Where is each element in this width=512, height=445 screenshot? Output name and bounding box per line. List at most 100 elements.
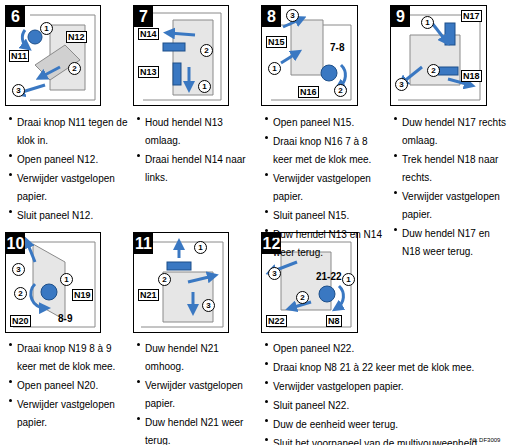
instruction-item: Verwijder vastgelopen papier. bbox=[136, 375, 258, 411]
instruction-list: Open paneel N15. Draai knop N16 7 à 8 kee… bbox=[264, 112, 388, 261]
instruction-text: Verwijder vastgelopen papier. bbox=[17, 173, 115, 202]
bullet-dot bbox=[9, 173, 12, 176]
bullet-dot bbox=[137, 380, 140, 383]
callout-number: 3 bbox=[395, 78, 408, 91]
callout-number: 3 bbox=[202, 299, 215, 312]
bullet-dot bbox=[9, 399, 12, 402]
instruction-text: Draai knop N16 7 à 8 keer met de klok me… bbox=[273, 136, 371, 165]
callout-number: 1 bbox=[268, 62, 281, 75]
callout-number: 1 bbox=[40, 22, 53, 35]
part-label: N22 bbox=[266, 315, 287, 327]
instruction-text: Open paneel N20. bbox=[17, 380, 98, 391]
instruction-item: Draai knop N8 21 à 22 keer met de klok m… bbox=[264, 357, 504, 375]
bullet-dot bbox=[394, 191, 397, 194]
instruction-text: Draai knop N8 21 à 22 keer met de klok m… bbox=[273, 362, 474, 373]
instruction-list: Duw hendel N21 omhoog. Verwijder vastgelo… bbox=[136, 338, 258, 445]
callout-number: 1 bbox=[421, 16, 434, 29]
instruction-item: Duw hendel N21 weer terug. bbox=[136, 412, 258, 445]
instruction-text: Sluit paneel N22. bbox=[273, 400, 349, 411]
instruction-text: Trek hendel N18 naar rechts. bbox=[402, 154, 498, 183]
step-number: 11 bbox=[134, 233, 153, 254]
instruction-item: Verwijder vastgelopen papier. bbox=[393, 186, 509, 222]
part-label: N21 bbox=[138, 289, 159, 301]
bullet-dot bbox=[265, 362, 268, 365]
bullet-dot bbox=[137, 117, 140, 120]
instruction-item: Duw hendel N21 omhoog. bbox=[136, 338, 258, 374]
instruction-text: Sluit paneel N15. bbox=[273, 210, 349, 221]
instruction-text: Duw de eenheid weer terug. bbox=[273, 419, 398, 430]
instruction-text: Open paneel N15. bbox=[273, 117, 354, 128]
instruction-item: Verwijder vastgelopen papier. bbox=[8, 168, 130, 204]
turn-count: 7-8 bbox=[330, 42, 344, 53]
callout-number: 2 bbox=[334, 84, 347, 97]
part-label: N19 bbox=[72, 289, 93, 301]
instruction-text: Sluit het voorpaneel van de multivouween… bbox=[273, 438, 480, 445]
instruction-text: Verwijder vastgelopen papier. bbox=[273, 381, 404, 392]
bullet-dot bbox=[265, 438, 268, 441]
instruction-text: Duw hendel N13 en N14 weer terug. bbox=[273, 229, 382, 258]
instruction-text: Duw hendel N21 omhoog. bbox=[145, 343, 219, 372]
part-label: N14 bbox=[138, 28, 159, 40]
callout-number: 2 bbox=[14, 287, 27, 300]
instruction-text: Draai knop N11 tegen de klok in. bbox=[17, 117, 127, 146]
callout-number: 1 bbox=[342, 273, 355, 286]
bullet-dot bbox=[265, 381, 268, 384]
instruction-text: Verwijder vastgelopen papier. bbox=[402, 191, 500, 220]
instruction-item: Verwijder vastgelopen papier. bbox=[264, 376, 504, 394]
bullet-dot bbox=[9, 117, 12, 120]
part-label: N17 bbox=[461, 10, 482, 22]
bullet-dot bbox=[265, 229, 268, 232]
instruction-list: Duw hendel N17 rechts omlaag. Trek hendel… bbox=[393, 112, 509, 260]
callout-number: 2 bbox=[296, 291, 309, 304]
instruction-item: Verwijder vastgelopen papier. bbox=[8, 394, 130, 430]
instruction-text: Draai knop N19 8 à 9 keer met de klok me… bbox=[17, 343, 115, 372]
instruction-item: Sluit het voorpaneel van de multivouween… bbox=[264, 433, 504, 445]
bullet-dot bbox=[394, 154, 397, 157]
instruction-list: Draai knop N19 8 à 9 keer met de klok me… bbox=[8, 338, 130, 431]
part-label: N13 bbox=[138, 66, 159, 78]
part-label: N15 bbox=[266, 36, 287, 48]
part-label: N16 bbox=[298, 86, 319, 98]
figure-code: NL DF3009 bbox=[470, 437, 500, 443]
instruction-item: Open paneel N12. bbox=[8, 149, 130, 167]
step-number: 7 bbox=[134, 6, 153, 27]
step-number: 8 bbox=[262, 6, 281, 27]
step-panel: 7N14N1312 bbox=[133, 5, 229, 106]
instruction-item: Open paneel N22. bbox=[264, 338, 504, 356]
step-panel: 1112N213 bbox=[133, 232, 229, 333]
instruction-list: Open paneel N22. Draai knop N8 21 à 22 ke… bbox=[264, 338, 504, 445]
step-panel: 9N17132N18 bbox=[390, 5, 487, 106]
part-label: N20 bbox=[10, 315, 31, 327]
part-label: N11 bbox=[9, 50, 29, 62]
bullet-dot bbox=[265, 343, 268, 346]
callout-number: 2 bbox=[68, 62, 81, 75]
step-panel: 83N1517-82N16 bbox=[261, 5, 358, 106]
instruction-text: Verwijder vastgelopen papier. bbox=[145, 380, 243, 409]
step-panel: 61N12N1123 bbox=[5, 5, 101, 106]
callout-number: 3 bbox=[12, 263, 25, 276]
instruction-text: Duw hendel N21 weer terug. bbox=[145, 417, 243, 445]
instruction-item: Open paneel N20. bbox=[8, 375, 130, 393]
instruction-item: Duw hendel N17 rechts omlaag. bbox=[393, 112, 509, 148]
callout-number: 3 bbox=[12, 84, 25, 97]
bullet-dot bbox=[137, 154, 140, 157]
part-label: N8 bbox=[326, 315, 342, 327]
bullet-dot bbox=[265, 136, 268, 139]
turn-count: 8-9 bbox=[58, 313, 72, 324]
instruction-item: Sluit paneel N22. bbox=[264, 395, 504, 413]
bullet-dot bbox=[265, 419, 268, 422]
instruction-item: Sluit paneel N15. bbox=[264, 205, 388, 223]
instruction-item: Duw de eenheid weer terug. bbox=[264, 414, 504, 432]
bullet-dot bbox=[394, 228, 397, 231]
instruction-text: Duw hendel N17 rechts omlaag. bbox=[402, 117, 506, 146]
bullet-dot bbox=[265, 210, 268, 213]
turn-count: 21-22 bbox=[316, 271, 342, 282]
instruction-item: Draai knop N11 tegen de klok in. bbox=[8, 112, 130, 148]
instruction-text: Houd hendel N13 omlaag. bbox=[145, 117, 223, 146]
instruction-text: Verwijder vastgelopen papier. bbox=[17, 399, 115, 428]
bullet-dot bbox=[265, 400, 268, 403]
bullet-dot bbox=[9, 154, 12, 157]
instruction-text: Open paneel N12. bbox=[17, 154, 98, 165]
instruction-text: Open paneel N22. bbox=[273, 343, 354, 354]
instruction-item: Open paneel N15. bbox=[264, 112, 388, 130]
